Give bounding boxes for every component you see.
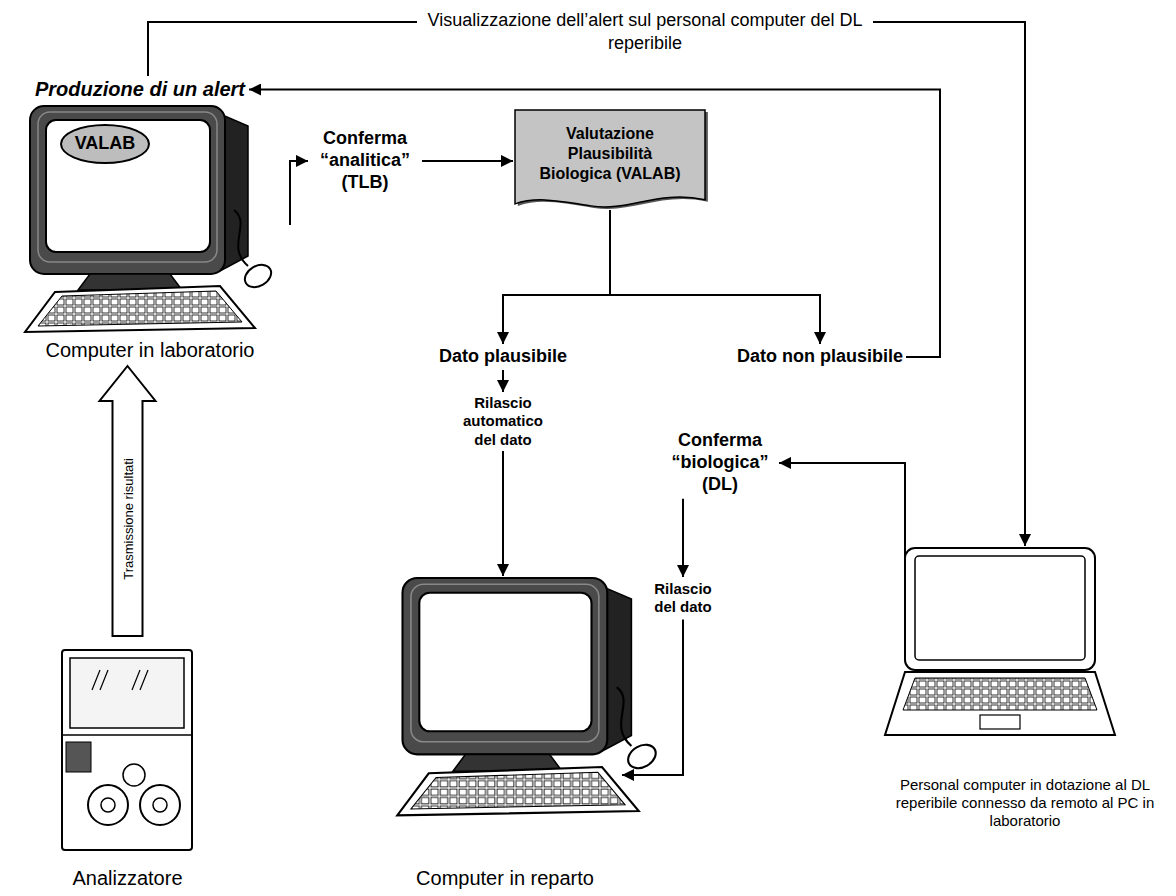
flow-arrow — [610, 210, 820, 344]
document-outline — [515, 110, 705, 207]
connector-label: Visualizzazione dell’alert sul personal … — [417, 9, 873, 54]
flow-arrow — [249, 90, 940, 357]
ward-computer: Computer in reparto — [390, 572, 620, 890]
computer-caption: Computer in reparto — [416, 866, 594, 890]
flow-arrow — [502, 370, 504, 392]
flow-arrow — [622, 620, 683, 775]
flow-arrow — [290, 161, 308, 225]
analyzer-drawing — [62, 650, 192, 850]
step-label: Rilascio automatico del dato — [456, 394, 551, 449]
analyzer-caption: Analizzatore — [72, 866, 182, 890]
connector-label: Trasmissione risultati — [120, 456, 135, 582]
flow-arrow — [779, 463, 905, 628]
process-text: Valutazione Plausibilità Biologica (VALA… — [531, 124, 689, 184]
document-box: Valutazione Plausibilità Biologica (VALA… — [515, 110, 705, 212]
laptop-caption: Personal computer in dotazione al DL rep… — [885, 776, 1165, 830]
outcome-label: Dato non plausibile — [737, 346, 903, 368]
flow-arrow — [502, 451, 504, 576]
flow-arrow — [148, 22, 1025, 546]
ward-computer-drawing — [397, 578, 660, 815]
step-label: Conferma “analitica” (TLB) — [310, 128, 420, 194]
lab-computer-drawing — [25, 106, 275, 332]
step-text: Rilascio del dato — [644, 580, 722, 617]
flow-arrow — [682, 499, 684, 577]
alert-text: Produzione di un alert — [35, 78, 245, 101]
computer-caption: Computer in laboratorio — [46, 338, 255, 362]
flow-arrow — [422, 160, 513, 162]
step-label: Rilascio del dato — [644, 580, 722, 617]
alert-label: Produzione di un alert — [35, 78, 245, 101]
laptop: Personal computer in dotazione al DL rep… — [885, 540, 1165, 830]
laptop-drawing — [885, 548, 1115, 735]
software-name: VALAB — [75, 133, 136, 155]
step-text: Conferma “biologica” (DL) — [665, 430, 775, 496]
outcome-text: Dato non plausibile — [737, 346, 903, 368]
outcome-text: Dato plausibile — [439, 346, 567, 368]
flow-arrow — [503, 210, 610, 344]
transmission-arrow — [100, 366, 156, 636]
lab-computer: Computer in laboratorio VALAB — [10, 100, 290, 362]
step-label: Conferma “biologica” (DL) — [665, 430, 775, 496]
analyzer: Analizzatore — [55, 640, 200, 890]
step-text: Rilascio automatico del dato — [456, 394, 551, 449]
software-ellipse: VALAB — [60, 124, 150, 164]
outcome-label: Dato plausibile — [439, 346, 567, 368]
step-text: Conferma “analitica” (TLB) — [310, 128, 420, 194]
